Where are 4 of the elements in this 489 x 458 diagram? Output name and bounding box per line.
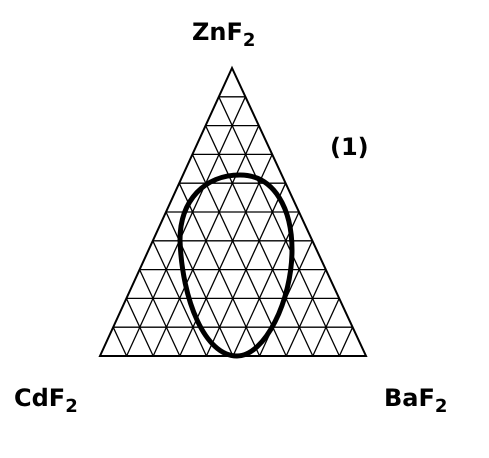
component-label: BaF$_{2}$ — [384, 386, 448, 416]
component-label: CdF$_{2}$ — [14, 386, 78, 416]
component-label: ZnF$_{2}$ — [192, 20, 256, 50]
region-label: (1) — [330, 135, 369, 159]
